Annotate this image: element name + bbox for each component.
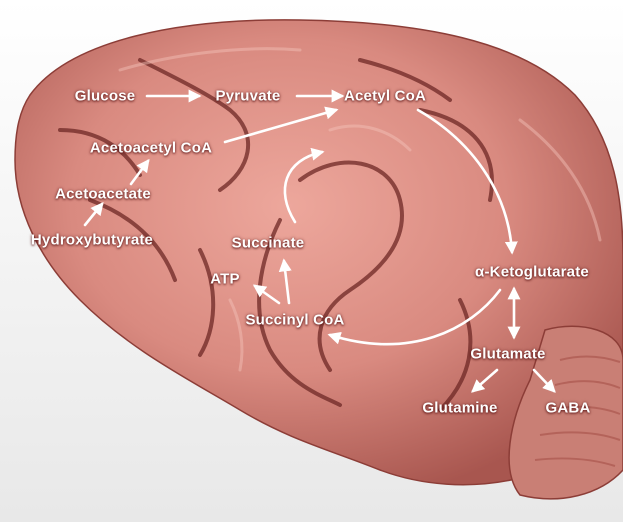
node-succinate: Succinate [232,235,305,252]
node-glutamate: Glutamate [470,346,545,363]
node-acetyl-coa: Acetyl CoA [344,88,426,105]
node-pyruvate: Pyruvate [216,88,281,105]
node-acetoacetyl-coa: Acetoacetyl CoA [90,140,212,157]
node-hydroxybutyrate: Hydroxybutyrate [31,232,153,249]
node-gaba: GABA [546,400,591,417]
node-succinyl-coa: Succinyl CoA [245,312,344,329]
node-alpha-ketoglutarate: α-Ketoglutarate [475,264,589,281]
node-glutamine: Glutamine [422,400,497,417]
node-atp: ATP [210,271,240,288]
node-acetoacetate: Acetoacetate [55,186,151,203]
node-glucose: Glucose [75,88,136,105]
